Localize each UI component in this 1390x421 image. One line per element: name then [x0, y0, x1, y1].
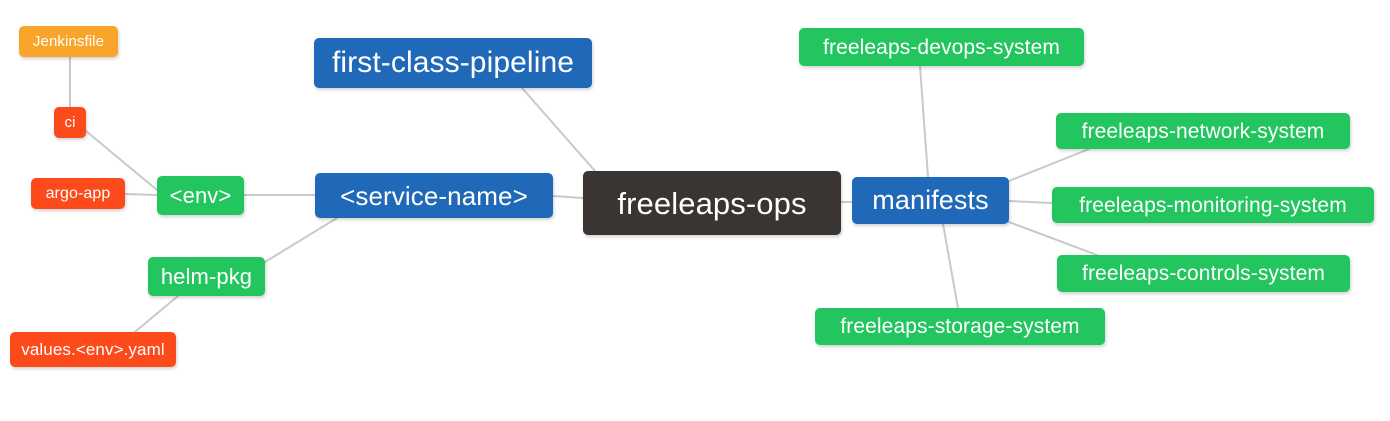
node-label: freeleaps-devops-system	[823, 35, 1060, 59]
edge-manifests-to-freeleaps-network-system	[1008, 148, 1090, 182]
node-label: freeleaps-storage-system	[840, 315, 1080, 338]
node-label: argo-app	[45, 184, 111, 202]
node-helm-pkg[interactable]: helm-pkg	[148, 257, 265, 296]
edge-first-class-pipeline-to-freeleaps-ops	[521, 87, 596, 172]
node-label: freeleaps-network-system	[1081, 119, 1325, 143]
node-argo-app[interactable]: argo-app	[31, 178, 125, 209]
node-first-class-pipeline[interactable]: first-class-pipeline	[314, 38, 592, 88]
node-freeleaps-network-system[interactable]: freeleaps-network-system	[1056, 113, 1350, 149]
node-freeleaps-storage-system[interactable]: freeleaps-storage-system	[815, 308, 1105, 345]
node-label: freeleaps-ops	[617, 185, 807, 221]
node-ci[interactable]: ci	[54, 107, 86, 138]
node-label: ci	[64, 114, 76, 131]
node-freeleaps-monitoring-system[interactable]: freeleaps-monitoring-system	[1052, 187, 1374, 223]
node-label: <env>	[169, 182, 232, 208]
node-values-yaml[interactable]: values.<env>.yaml	[10, 332, 176, 367]
edge-manifests-to-freeleaps-devops-system	[919, 65, 929, 178]
edge-service-name-to-helm-pkg	[264, 217, 338, 263]
node-label: first-class-pipeline	[331, 46, 575, 79]
node-env[interactable]: <env>	[157, 176, 244, 215]
node-freeleaps-controls-system[interactable]: freeleaps-controls-system	[1057, 255, 1350, 292]
edge-helm-pkg-to-values-yaml	[129, 295, 179, 337]
node-jenkinsfile[interactable]: Jenkinsfile	[19, 26, 118, 57]
node-freeleaps-devops-system[interactable]: freeleaps-devops-system	[799, 28, 1084, 66]
node-label: Jenkinsfile	[32, 33, 105, 50]
node-manifests[interactable]: manifests	[852, 177, 1009, 224]
node-label: freeleaps-controls-system	[1082, 262, 1325, 285]
edge-manifests-to-freeleaps-controls-system	[1008, 221, 1098, 256]
node-label: <service-name>	[340, 180, 528, 211]
edge-manifests-to-freeleaps-monitoring-system	[1008, 200, 1053, 204]
edge-argo-app-to-env	[124, 193, 158, 196]
node-label: manifests	[872, 185, 989, 215]
node-label: values.<env>.yaml	[21, 340, 165, 359]
node-service-name[interactable]: <service-name>	[315, 173, 553, 218]
node-label: helm-pkg	[160, 263, 253, 289]
node-freeleaps-ops[interactable]: freeleaps-ops	[583, 171, 841, 235]
edge-service-name-to-freeleaps-ops	[552, 195, 584, 199]
edge-manifests-to-freeleaps-storage-system	[942, 223, 959, 309]
node-label: freeleaps-monitoring-system	[1079, 193, 1347, 217]
